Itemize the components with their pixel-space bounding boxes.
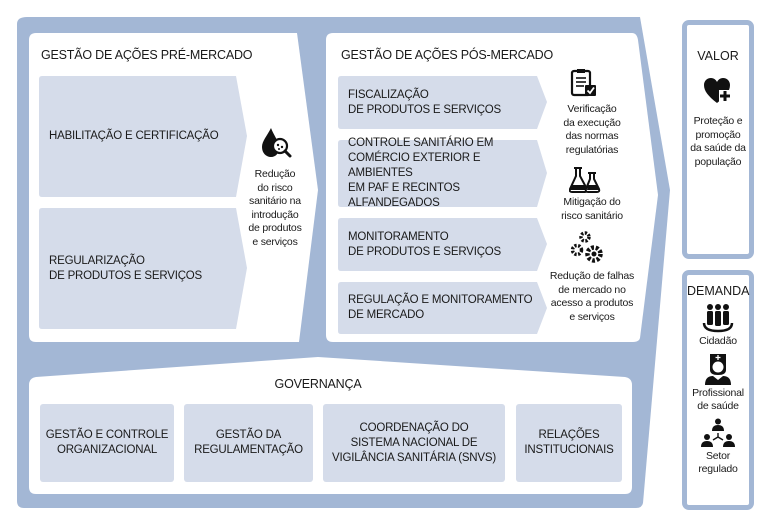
pos-item-monitoramento: MONITORAMENTO DE PRODUTOS E SERVIÇOS (348, 230, 502, 258)
nurse-icon (705, 353, 731, 385)
arrow-box-shape (338, 218, 547, 271)
gov-item-regulamentacao: GESTÃO DA REGULAMENTAÇÃO (184, 404, 313, 482)
demanda-panel: DEMANDA Cidadão Profissional de saúde Se… (682, 270, 754, 510)
pos-mercado-title: GESTÃO DE AÇÕES PÓS-MERCADO (341, 48, 554, 62)
arrow-box-shape (338, 76, 547, 129)
pre-mercado-title: GESTÃO DE AÇÕES PRÉ-MERCADO (41, 48, 253, 62)
regulated-sector-icon (701, 418, 735, 447)
heart-plus-icon (704, 78, 731, 103)
pos-item-fiscalizacao: FISCALIZAÇÃO DE PRODUTOS E SERVIÇOS (348, 88, 502, 116)
gov-item-gestao-controle: GESTÃO E CONTROLE ORGANIZACIONAL (40, 404, 174, 482)
pos-item-controle-sanitario: CONTROLE SANITÁRIO EM COMÉRCIO EXTERIOR … (348, 137, 494, 209)
gov-item-relacoes: RELAÇÕES INSTITUCIONAIS (516, 404, 622, 482)
gears-icon (570, 231, 603, 263)
demanda-title: DEMANDA (687, 284, 750, 298)
lab-flasks-icon (569, 167, 601, 193)
valor-text: Proteção e promoção da saúde da populaçã… (690, 115, 746, 168)
valor-panel: VALOR Proteção e promoção da saúde da po… (682, 20, 754, 259)
demanda-label-cidadao: Cidadão (699, 335, 737, 347)
demanda-label-setor: Setor regulado (698, 449, 738, 476)
demanda-label-profissional: Profissional de saúde (692, 386, 744, 413)
citizens-icon (702, 304, 734, 333)
pre-item-habilitacao: HABILITAÇÃO E CERTIFICAÇÃO (49, 130, 219, 142)
valor-title: VALOR (697, 49, 739, 63)
pos-item-regulacao: REGULAÇÃO E MONITORAMENTO DE MERCADO (348, 294, 533, 321)
pre-item-regularizacao: REGULARIZAÇÃO DE PRODUTOS E SERVIÇOS (49, 254, 203, 282)
governanca-title: GOVERNANÇA (274, 377, 362, 391)
pos-outcome-text-1: Verificação da execução das normas regul… (563, 103, 621, 156)
arrow-box-shape (39, 76, 247, 197)
arrow-box-shape (338, 282, 547, 334)
clipboard-check-icon (570, 69, 596, 97)
drop-magnifier-icon (262, 128, 292, 158)
pre-outcome-text: Redução do risco sanitário na introdução… (248, 168, 302, 248)
arrow-box-shape (39, 208, 247, 329)
pos-outcome-text-3: Redução de falhas de mercado no acesso a… (549, 270, 635, 323)
pos-outcome-text-2: Mitigação do risco sanitário (561, 196, 623, 222)
gov-item-coordenacao-snvs: COORDENAÇÃO DO SISTEMA NACIONAL DE VIGIL… (323, 404, 505, 482)
arrow-box-shape (338, 140, 547, 207)
